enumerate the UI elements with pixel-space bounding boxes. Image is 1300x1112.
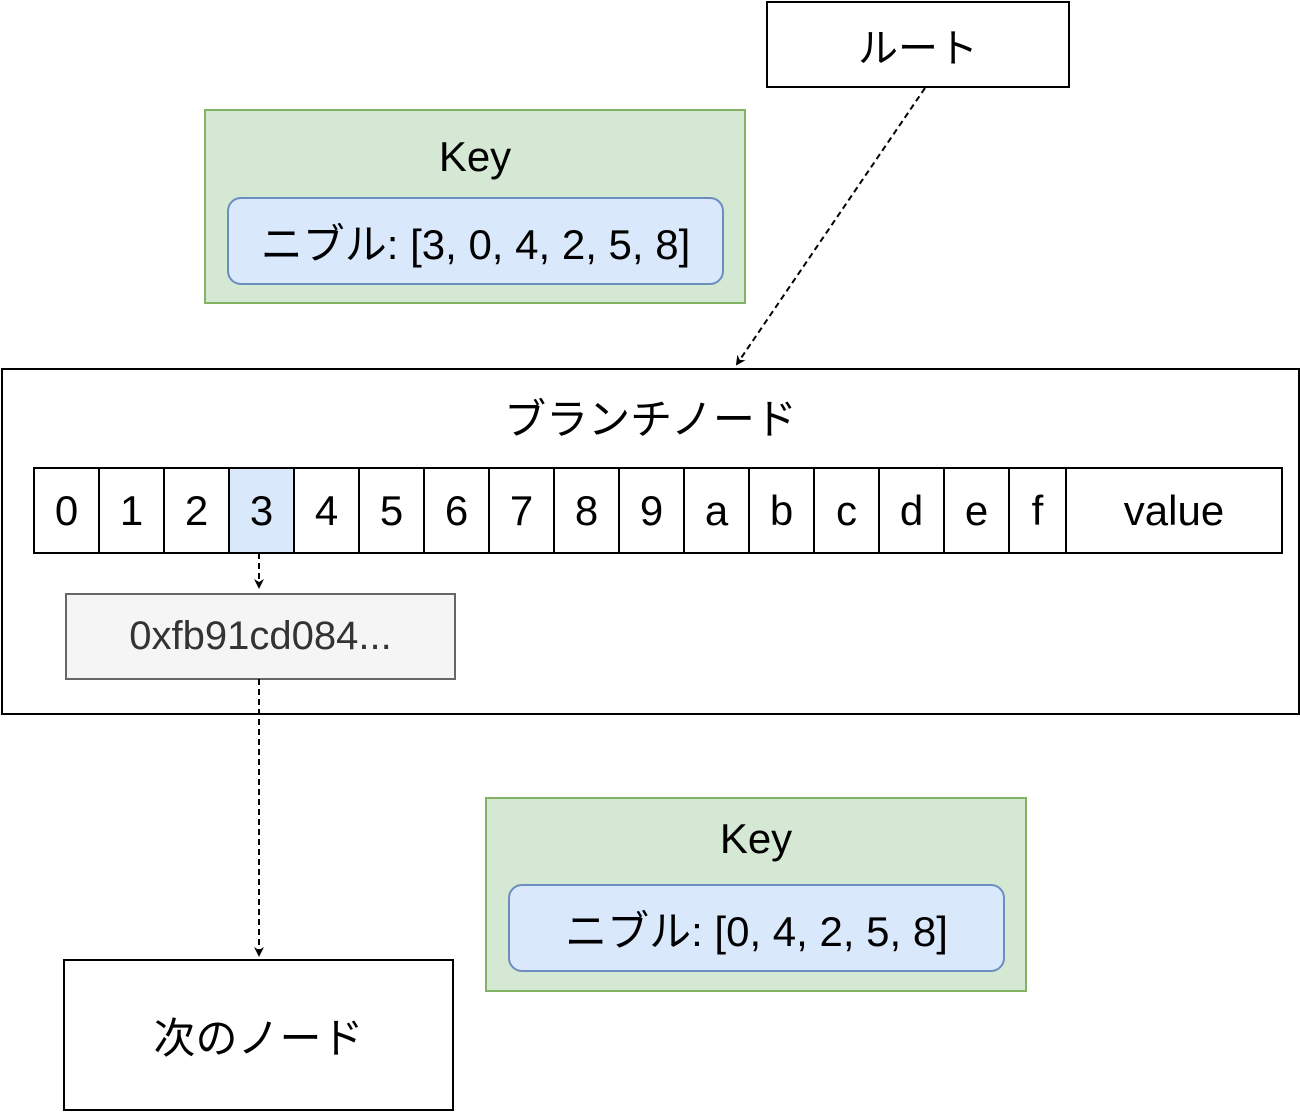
branch-slot: 4 [293, 467, 360, 554]
branch-slot: 6 [423, 467, 490, 554]
branch-slot: 1 [98, 467, 165, 554]
root-node: ルート [766, 1, 1070, 88]
branch-node-title: ブランチノード [504, 396, 797, 443]
arrow-root-to-branch [735, 87, 926, 366]
branch-slot: e [943, 467, 1010, 554]
branch-slot: c [813, 467, 880, 554]
key-box-bottom: Key ニブル: [0, 4, 2, 5, 8] [485, 797, 1027, 992]
branch-node: ブランチノード 0 1 2 3 4 5 6 7 8 9 a b c d e f … [1, 368, 1300, 715]
child-hash-text: 0xfb91cd084... [129, 614, 392, 658]
branch-slot: d [878, 467, 945, 554]
branch-slot: f [1008, 467, 1067, 554]
key-box-top: Key ニブル: [3, 0, 4, 2, 5, 8] [204, 109, 746, 304]
nibble-list-top: ニブル: [3, 0, 4, 2, 5, 8] [227, 197, 724, 285]
branch-slot: b [748, 467, 815, 554]
next-node-label: 次のノード [153, 1014, 364, 1062]
nibble-list-bottom: ニブル: [0, 4, 2, 5, 8] [508, 884, 1005, 972]
branch-slot: 2 [163, 467, 230, 554]
nibble-text-bottom: ニブル: [0, 4, 2, 5, 8] [565, 907, 948, 955]
branch-slot: 9 [618, 467, 685, 554]
key-title-bottom: Key [719, 815, 793, 862]
next-node: 次のノード [63, 959, 454, 1111]
child-hash: 0xfb91cd084... [65, 593, 456, 680]
key-title-top: Key [438, 133, 512, 180]
branch-slot: 5 [358, 467, 425, 554]
branch-slot-highlighted: 3 [228, 467, 295, 554]
branch-slot: 7 [488, 467, 555, 554]
branch-slot-value: value [1065, 467, 1283, 554]
nibble-text-top: ニブル: [3, 0, 4, 2, 5, 8] [260, 220, 691, 268]
branch-slot-row: 0 1 2 3 4 5 6 7 8 9 a b c d e f value [33, 467, 1283, 554]
branch-slot: 8 [553, 467, 620, 554]
branch-slot: 0 [33, 467, 100, 554]
branch-slot: a [683, 467, 750, 554]
root-label: ルート [858, 26, 978, 71]
